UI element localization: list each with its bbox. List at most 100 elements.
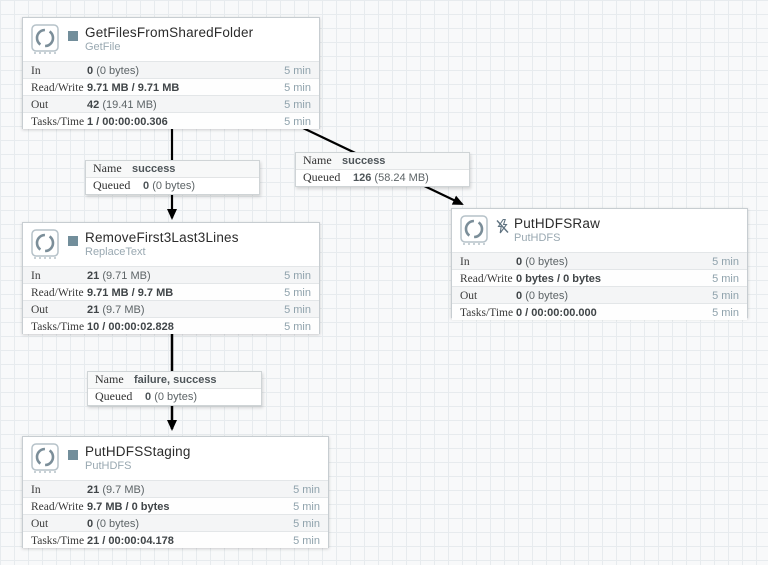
- stat-value: 9.71 MB / 9.7 MB: [87, 287, 174, 299]
- stopped-status-icon: [68, 236, 78, 246]
- stat-window: 5 min: [712, 290, 739, 302]
- processor-puthdfsraw[interactable]: PutHDFSRaw PutHDFS In 0 (0 bytes) 5 min …: [451, 208, 748, 320]
- processor-name: RemoveFirst3Last3Lines: [85, 230, 239, 245]
- stat-row-in: In 21 (9.7 MB) 5 min: [23, 480, 328, 497]
- stat-value: 21 / 00:00:04.178: [87, 535, 174, 547]
- stat-label: Tasks/Time: [460, 307, 514, 319]
- stat-row-out: Out 42 (19.41 MB) 5 min: [23, 95, 319, 112]
- queued-key: Queued: [93, 178, 131, 192]
- stat-window: 5 min: [284, 321, 311, 333]
- connection-queued-row: Queued 0 (0 bytes): [86, 178, 259, 194]
- queued-value: 0 (0 bytes): [143, 180, 195, 192]
- stat-value: 0 (0 bytes): [87, 65, 139, 77]
- stat-label: In: [31, 65, 41, 77]
- stat-window: 5 min: [284, 270, 311, 282]
- stat-label: In: [460, 256, 470, 268]
- stat-window: 5 min: [284, 287, 311, 299]
- stat-window: 5 min: [293, 501, 320, 513]
- stat-row-readwrite: Read/Write 9.71 MB / 9.71 MB 5 min: [23, 78, 319, 95]
- queued-value: 0 (0 bytes): [145, 391, 197, 403]
- disabled-slashed-bolt-icon: [496, 218, 509, 234]
- connection-label-failure-success[interactable]: Name failure, success Queued 0 (0 bytes): [87, 371, 262, 406]
- stat-row-taskstime: Tasks/Time 10 / 00:00:02.828 5 min: [23, 317, 319, 334]
- name-key: Name: [93, 161, 122, 175]
- stat-window: 5 min: [284, 82, 311, 94]
- processor-stamp-icon: [31, 443, 59, 473]
- stat-row-readwrite: Read/Write 9.7 MB / 0 bytes 5 min: [23, 497, 328, 514]
- stat-value: 0 (0 bytes): [516, 290, 568, 302]
- stat-label: In: [31, 270, 41, 282]
- stat-window: 5 min: [284, 116, 311, 128]
- stat-row-out: Out 0 (0 bytes) 5 min: [452, 286, 747, 303]
- stat-label: Read/Write: [31, 82, 84, 94]
- connection-queued-row: Queued 126 (58.24 MB): [296, 170, 469, 186]
- processor-type: ReplaceText: [85, 246, 146, 258]
- stat-label: Tasks/Time: [31, 321, 85, 333]
- processor-type: PutHDFS: [85, 460, 132, 472]
- connection-name-row: Name success: [296, 153, 469, 170]
- stat-label: Out: [31, 518, 49, 530]
- processor-name: GetFilesFromSharedFolder: [85, 25, 254, 40]
- processor-name: PutHDFSRaw: [514, 216, 601, 231]
- stat-value: 21 (9.7 MB): [87, 304, 145, 316]
- stat-label: Tasks/Time: [31, 535, 85, 547]
- stat-row-taskstime: Tasks/Time 1 / 00:00:00.306 5 min: [23, 112, 319, 129]
- stat-value: 0 (0 bytes): [87, 518, 139, 530]
- stat-row-in: In 21 (9.71 MB) 5 min: [23, 266, 319, 283]
- stat-window: 5 min: [293, 535, 320, 547]
- name-key: Name: [303, 153, 332, 167]
- connection-name-row: Name success: [86, 161, 259, 178]
- processor-puthdfsstaging[interactable]: PutHDFSStaging PutHDFS In 21 (9.7 MB) 5 …: [22, 436, 329, 548]
- name-value: success: [132, 163, 176, 175]
- stat-window: 5 min: [712, 273, 739, 285]
- processor-header: PutHDFSRaw PutHDFS: [452, 209, 747, 252]
- name-value: success: [342, 155, 386, 167]
- stat-window: 5 min: [293, 484, 320, 496]
- stat-value: 1 / 00:00:00.306: [87, 116, 168, 128]
- stat-window: 5 min: [293, 518, 320, 530]
- processor-stamp-icon: [31, 24, 59, 54]
- processor-type: PutHDFS: [514, 232, 561, 244]
- stat-row-taskstime: Tasks/Time 0 / 00:00:00.000 5 min: [452, 303, 747, 320]
- stat-label: Out: [31, 99, 49, 111]
- stat-window: 5 min: [284, 304, 311, 316]
- connection-queued-row: Queued 0 (0 bytes): [88, 389, 261, 405]
- stat-value: 21 (9.7 MB): [87, 484, 145, 496]
- stat-row-in: In 0 (0 bytes) 5 min: [452, 252, 747, 269]
- stat-label: Read/Write: [31, 501, 84, 513]
- stat-value: 9.7 MB / 0 bytes: [87, 501, 170, 513]
- processor-name: PutHDFSStaging: [85, 444, 191, 459]
- stat-label: Out: [460, 290, 478, 302]
- connection-label-success[interactable]: Name success Queued 0 (0 bytes): [85, 160, 260, 195]
- stat-label: Out: [31, 304, 49, 316]
- connection-label-success-raw[interactable]: Name success Queued 126 (58.24 MB): [295, 152, 470, 187]
- processor-type: GetFile: [85, 41, 121, 53]
- stat-label: In: [31, 484, 41, 496]
- processor-header: GetFilesFromSharedFolder GetFile: [23, 18, 319, 61]
- stat-window: 5 min: [284, 65, 311, 77]
- stat-window: 5 min: [712, 307, 739, 319]
- stat-label: Tasks/Time: [31, 116, 85, 128]
- stat-row-in: In 0 (0 bytes) 5 min: [23, 61, 319, 78]
- processor-removefirst3last3lines[interactable]: RemoveFirst3Last3Lines ReplaceText In 21…: [22, 222, 320, 334]
- stopped-status-icon: [68, 450, 78, 460]
- queued-key: Queued: [95, 389, 133, 403]
- connection-name-row: Name failure, success: [88, 372, 261, 389]
- processor-getfilesfromsharedfolder[interactable]: GetFilesFromSharedFolder GetFile In 0 (0…: [22, 17, 320, 129]
- queued-key: Queued: [303, 170, 341, 184]
- stat-row-readwrite: Read/Write 9.71 MB / 9.7 MB 5 min: [23, 283, 319, 300]
- name-key: Name: [95, 372, 124, 386]
- stat-row-taskstime: Tasks/Time 21 / 00:00:04.178 5 min: [23, 531, 328, 548]
- stat-label: Read/Write: [460, 273, 513, 285]
- stat-value: 21 (9.71 MB): [87, 270, 151, 282]
- stat-value: 0 / 00:00:00.000: [516, 307, 597, 319]
- stat-value: 0 (0 bytes): [516, 256, 568, 268]
- name-value: failure, success: [134, 374, 217, 386]
- processor-header: RemoveFirst3Last3Lines ReplaceText: [23, 223, 319, 266]
- stat-row-out: Out 21 (9.7 MB) 5 min: [23, 300, 319, 317]
- stat-row-readwrite: Read/Write 0 bytes / 0 bytes 5 min: [452, 269, 747, 286]
- processor-header: PutHDFSStaging PutHDFS: [23, 437, 328, 480]
- processor-stamp-icon: [31, 229, 59, 259]
- stat-value: 10 / 00:00:02.828: [87, 321, 174, 333]
